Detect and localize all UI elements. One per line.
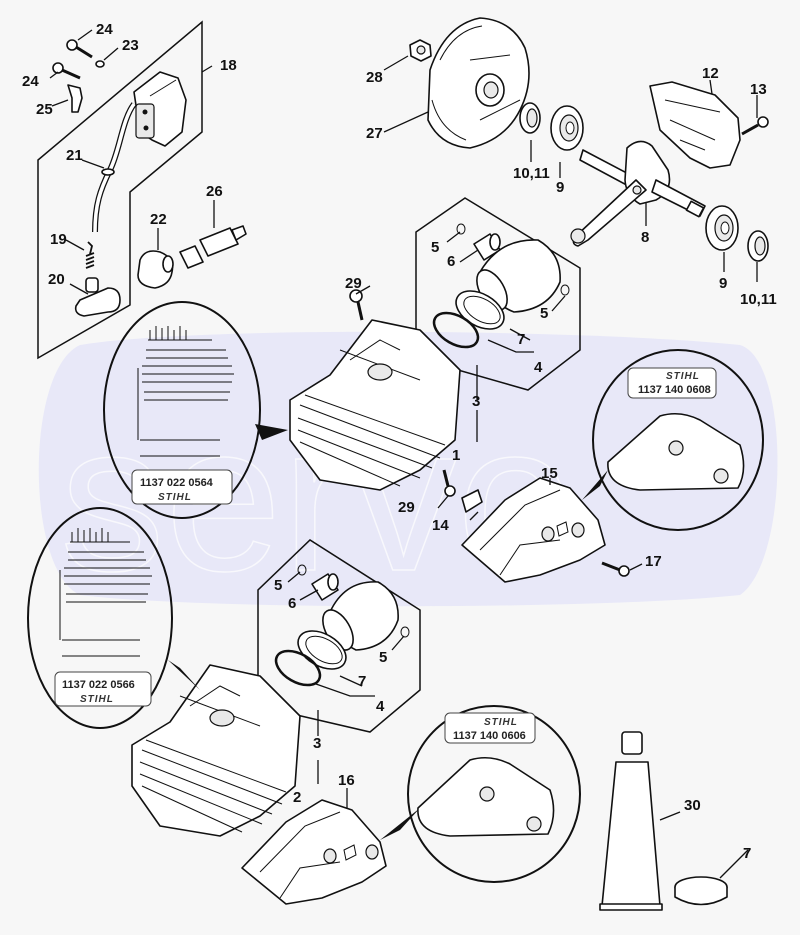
oil-seal-icon (747, 230, 769, 262)
spring-icon (85, 241, 95, 269)
brand-label: STIHL (484, 717, 518, 728)
part-number-label: 1137 022 0564 (140, 477, 214, 489)
ignition-module-group (37, 20, 247, 360)
callout-4: 4 (376, 698, 385, 715)
callouts: 24 23 24 25 18 21 19 20 22 26 28 27 10,1… (22, 21, 777, 862)
callout-6: 6 (447, 253, 455, 270)
callout-22: 22 (150, 211, 167, 228)
callout-9: 9 (719, 275, 727, 292)
piston-ring-icon (674, 876, 728, 906)
callout-17: 17 (645, 553, 662, 570)
washer-icon (95, 60, 105, 68)
callout-3: 3 (313, 735, 321, 752)
leader-lines (49, 29, 758, 879)
piston-group-b (257, 539, 421, 733)
callout-7: 7 (517, 331, 525, 348)
spark-plug-icon (179, 225, 247, 269)
group-frame-18 (37, 20, 203, 360)
callout-29: 29 (398, 499, 415, 516)
callout-23: 23 (122, 37, 139, 54)
sealant-tube-icon (599, 731, 663, 911)
ball-bearing-icon (705, 205, 739, 251)
part-number-label: 1137 022 0566 (62, 679, 135, 691)
group-frame-4a (415, 197, 581, 391)
part-number-label: 1137 140 0608 (638, 384, 711, 396)
crankshaft-icon (570, 140, 706, 247)
piston-ring-icon (274, 630, 347, 687)
piston-group-a (415, 197, 581, 391)
callout-6: 6 (288, 595, 296, 612)
callout-8: 8 (641, 229, 649, 246)
group-frame-4b (257, 539, 421, 733)
cylinder-b-icon (131, 664, 301, 837)
callout-21: 21 (66, 147, 83, 164)
callout-1: 1 (452, 447, 460, 464)
callout-5: 5 (540, 305, 548, 322)
callout-14: 14 (432, 517, 449, 534)
brand-label: STIHL (158, 492, 192, 503)
spark-plug-terminal-icon (137, 250, 174, 289)
screw-icon (442, 469, 456, 497)
callout-4: 4 (534, 359, 543, 376)
callout-12: 12 (702, 65, 719, 82)
callout-24: 24 (96, 21, 113, 38)
detail-cylinder-b: 1137 022 0566 STIHL (27, 507, 200, 729)
crankcase-half-icon (427, 17, 530, 149)
piston-pin-icon (473, 233, 501, 261)
piston-icon (322, 581, 399, 651)
callout-7: 7 (358, 673, 366, 690)
callout-15: 15 (541, 465, 558, 482)
callout-27: 27 (366, 125, 383, 142)
callout-5: 5 (379, 649, 387, 666)
ground-contact-icon (67, 84, 83, 113)
callout-10-11: 10,11 (513, 165, 550, 182)
ignition-lead-icon (92, 102, 137, 233)
crankcase-cover-icon (649, 81, 741, 169)
circlip-icon (560, 284, 570, 296)
oil-seal-icon (519, 102, 541, 134)
callout-5: 5 (431, 239, 439, 256)
callout-25: 25 (36, 101, 53, 118)
muffler-b-icon (241, 799, 387, 905)
nut-icon (409, 39, 432, 62)
callout-20: 20 (48, 271, 65, 288)
callout-3: 3 (472, 393, 480, 410)
callout-13: 13 (750, 81, 767, 98)
detail-muffler-b: STIHL 1137 140 0606 (380, 705, 581, 883)
cylinder-a-icon (289, 319, 461, 491)
piston-ring-icon (432, 290, 505, 349)
callout-24: 24 (22, 73, 39, 90)
callout-16: 16 (338, 772, 355, 789)
callout-29: 29 (345, 275, 362, 292)
callout-7: 7 (743, 845, 751, 862)
callout-28: 28 (366, 69, 383, 86)
callout-9: 9 (556, 179, 564, 196)
callout-5: 5 (274, 577, 282, 594)
detail-cylinder-a: 1137 022 0564 STIHL (103, 301, 288, 519)
spark-plug-boot-icon (74, 277, 121, 317)
callout-2: 2 (293, 789, 301, 806)
brand-label: STIHL (666, 371, 700, 382)
gasket-icon (461, 489, 483, 513)
ball-bearing-icon (550, 105, 584, 151)
circlip-icon (400, 626, 410, 638)
brand-label: STIHL (80, 694, 114, 705)
callout-10-11: 10,11 (740, 291, 777, 308)
circlip-icon (297, 564, 307, 576)
detail-muffler-a: STIHL 1137 140 0608 (582, 349, 764, 531)
muffler-a-icon (461, 477, 606, 583)
screw-icon (349, 289, 364, 321)
callout-19: 19 (50, 231, 67, 248)
screw-icon (601, 561, 630, 577)
callout-30: 30 (684, 797, 701, 814)
ignition-coil-icon (133, 71, 187, 147)
circlip-icon (456, 223, 466, 235)
piston-pin-icon (311, 573, 339, 601)
screw-icon (741, 116, 769, 136)
callout-26: 26 (206, 183, 223, 200)
part-number-label: 1137 140 0606 (453, 730, 526, 742)
screw-icon (52, 39, 93, 80)
piston-icon (476, 239, 561, 313)
callout-18: 18 (220, 57, 237, 74)
